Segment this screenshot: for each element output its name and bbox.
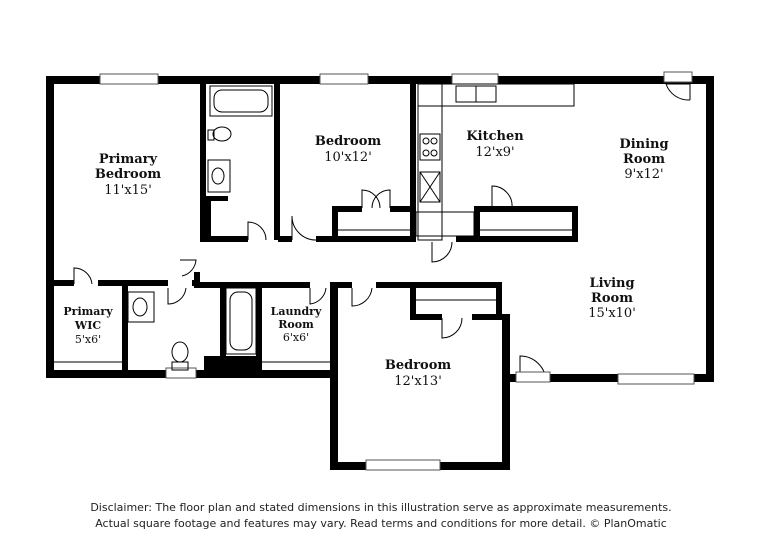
room-name: Laundry	[271, 305, 322, 318]
room-name: WIC	[74, 319, 101, 332]
toilet	[212, 126, 232, 142]
room-primary-bedroom: Primary Bedroom 11'x15'	[95, 152, 162, 198]
stove	[419, 133, 441, 161]
room-name: Bedroom	[95, 167, 162, 182]
window	[365, 459, 441, 471]
room-dimensions: 15'x10'	[588, 306, 636, 321]
windows	[99, 73, 695, 471]
window	[99, 73, 159, 85]
room-name: Bedroom	[385, 358, 452, 373]
room-dimensions: 12'x9'	[475, 145, 514, 160]
room-name: Primary	[63, 305, 113, 318]
room-living-room: Living Room 15'x10'	[588, 276, 636, 321]
window	[451, 73, 499, 85]
room-laundry-room: Laundry Room 6'x6'	[271, 305, 322, 344]
room-dining-room: Dining Room 9'x12'	[619, 137, 668, 182]
window	[165, 367, 197, 379]
room-name: Room	[591, 291, 633, 306]
window	[617, 373, 695, 385]
room-name: Living	[589, 276, 634, 291]
room-kitchen: Kitchen 12'x9'	[466, 129, 524, 160]
room-dimensions: 11'x15'	[104, 183, 152, 198]
room-dimensions: 10'x12'	[324, 150, 372, 165]
doors	[73, 71, 693, 383]
room-dimensions: 9'x12'	[624, 167, 663, 182]
room-bedroom-top: Bedroom 10'x12'	[315, 134, 382, 165]
room-name: Kitchen	[466, 129, 524, 144]
fixtures	[54, 83, 575, 371]
bathtub	[209, 85, 273, 117]
disclaimer-line-1: Disclaimer: The floor plan and stated di…	[90, 501, 672, 514]
room-name: Dining	[619, 137, 668, 152]
room-dimensions: 6'x6'	[283, 331, 309, 344]
bathtub	[225, 287, 257, 355]
window	[319, 73, 369, 85]
room-name: Room	[623, 152, 665, 167]
disclaimer-line-2: Actual square footage and features may v…	[95, 517, 667, 530]
room-name: Room	[278, 318, 314, 331]
refrigerator	[419, 171, 441, 203]
room-name: Bedroom	[315, 134, 382, 149]
room-bedroom-bottom: Bedroom 12'x13'	[385, 358, 452, 389]
toilet	[171, 341, 189, 363]
sink	[127, 291, 155, 323]
room-primary-wic: Primary WIC 5'x6'	[63, 305, 113, 346]
room-dimensions: 12'x13'	[394, 374, 442, 389]
room-dimensions: 5'x6'	[75, 333, 101, 346]
room-name: Primary	[99, 152, 158, 167]
interior-walls	[54, 84, 578, 376]
sink	[207, 159, 231, 193]
